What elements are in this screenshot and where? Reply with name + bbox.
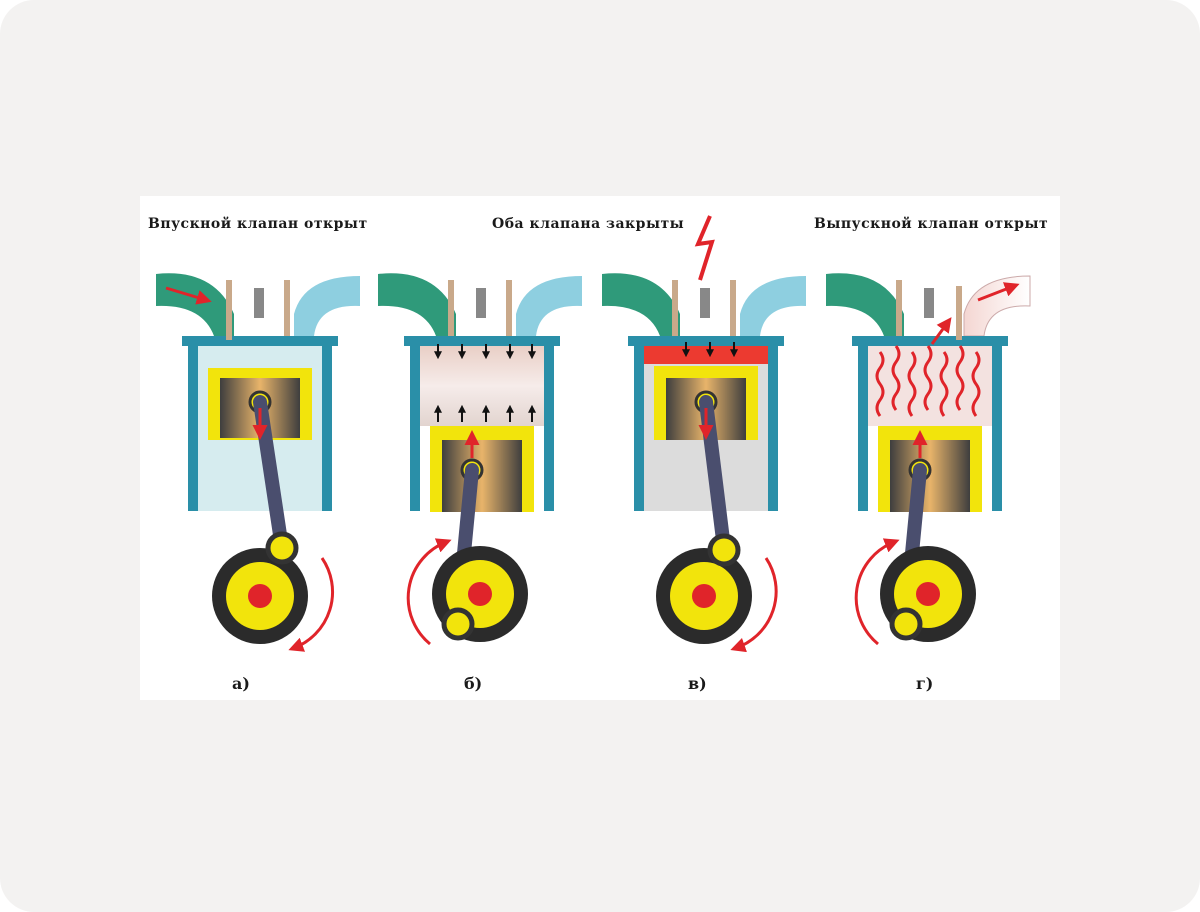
crank-center [248,584,272,608]
rotation-arrow [406,538,452,646]
cylinder-head [852,336,1008,346]
cylinder-wall-left [858,346,868,511]
exhaust-port [516,276,582,336]
stage-label-d: г) [916,674,934,693]
intake-port [826,273,904,336]
crank-center [692,584,716,608]
exhaust-port [963,275,1031,337]
exhaust-flow-arrow [977,282,1020,302]
cylinder-wall-left [410,346,420,511]
intake-port [602,273,680,336]
cylinder-wall-right [544,346,554,511]
exhaust-gas-waves [875,345,981,417]
crank-pin [889,607,923,641]
caption-intake-valve-open: Впускной клапан открыт [148,216,368,232]
stage-a-intake [156,273,360,652]
exhaust-valve-stem [506,280,512,336]
intake-valve-stem [226,280,232,340]
exhaust-valve-stem [730,280,736,336]
caption-both-valves-closed: Оба клапана закрыты [492,216,685,232]
cylinder-head [628,336,784,346]
rotation-arrow [854,538,900,646]
rotation-arrow [288,557,335,652]
exhaust-valve-stem [956,286,962,340]
gas-out-arrow [930,317,952,345]
engine-cycle-figure: Впускной клапан открыт Оба клапана закры… [140,196,1060,700]
cylinder-wall-right [322,346,332,511]
piston-body [442,440,522,512]
cylinder-head [404,336,560,346]
ignition-flash [644,346,768,364]
rotation-arrow [730,557,778,653]
stage-c-power [602,215,806,653]
spark-icon [694,215,715,281]
intake-port [156,273,234,336]
exhaust-port [294,276,360,336]
intake-valve-stem [448,280,454,336]
compression-arrows [434,344,536,422]
intake-port [378,273,456,336]
spark-plug [254,288,264,318]
crank-center [916,582,940,606]
intake-flow-arrow [165,286,212,305]
cylinder-wall-right [992,346,1002,511]
crank-pin [707,533,741,567]
spark-plug [700,288,710,318]
spark-plug [924,288,934,318]
cylinder-head [182,336,338,346]
crank-pin [265,531,299,565]
stage-label-a: а) [232,674,250,693]
exhaust-valve-stem [284,280,290,336]
engine-diagrams [156,215,1031,653]
stage-label-c: в) [688,674,707,693]
expansion-arrows [682,342,738,358]
crank-center [468,582,492,606]
piston-body [890,440,970,512]
caption-exhaust-valve-open: Выпускной клапан открыт [814,216,1049,232]
crank-pin [441,607,475,641]
stage-d-exhaust [826,273,1031,646]
exhaust-port [740,276,806,336]
cylinder-wall-left [634,346,644,511]
stage-b-compression [378,273,582,646]
intake-valve-stem [672,280,678,336]
cylinder-wall-left [188,346,198,511]
spark-plug [476,288,486,318]
cylinder-wall-right [768,346,778,511]
intake-valve-stem [896,280,902,336]
stage-label-b: б) [464,674,483,693]
